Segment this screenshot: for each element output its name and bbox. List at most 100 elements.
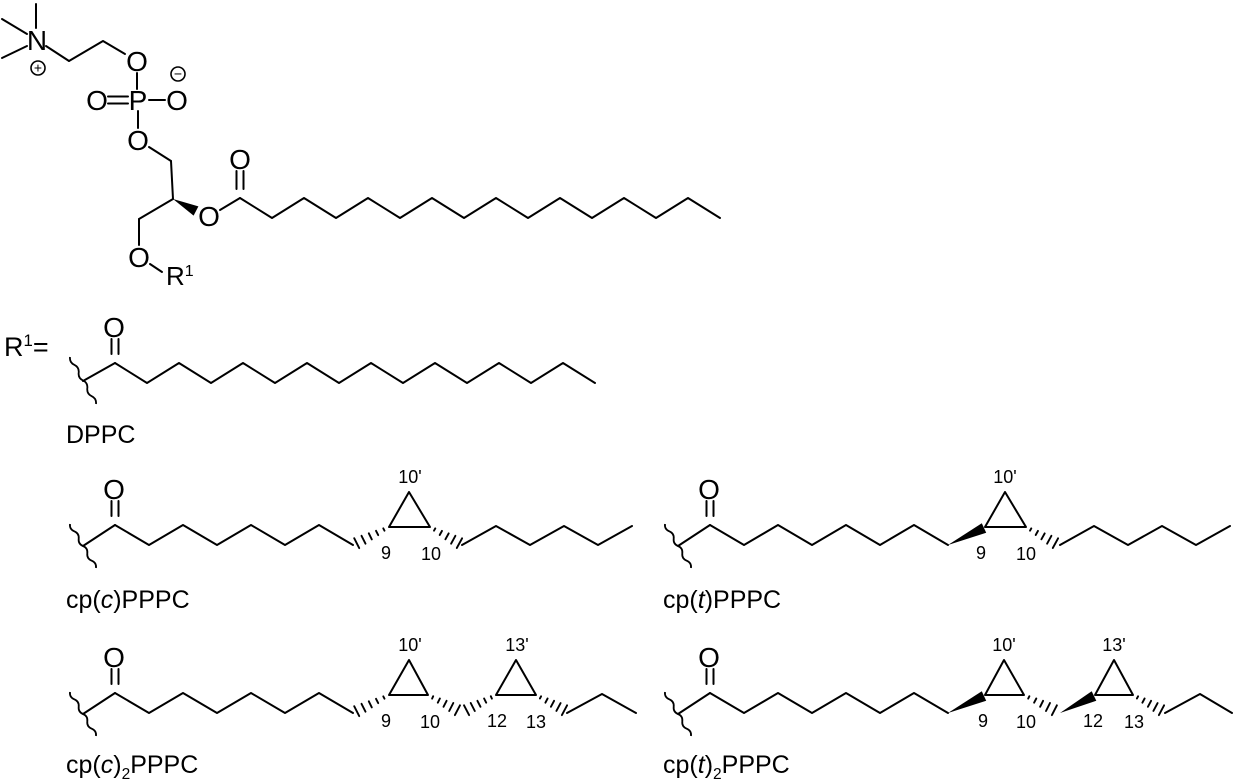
- alkyl-chain: [1164, 693, 1233, 714]
- alkyl-chain: [566, 693, 637, 714]
- hashed-wedge-bond: [463, 695, 493, 717]
- bond: [677, 692, 711, 715]
- hashed-wedge-bond: [538, 695, 569, 717]
- r-header-equals: =: [32, 332, 49, 362]
- compound-label-cpc-pppc: cp(c)PPPC: [66, 586, 190, 619]
- r-header-letter: R: [4, 332, 24, 362]
- bond: [1, 45, 28, 59]
- compound-label-cpt2-pppc: cp(t)2PPPC: [663, 751, 790, 783]
- bond: [149, 263, 163, 273]
- choline-oxygen-label: O: [126, 46, 148, 77]
- cpt-apex-10prime-label: 10': [993, 467, 1016, 487]
- minus-charge-circle: [170, 66, 186, 82]
- phosphate-group: P O O − O: [86, 66, 188, 157]
- label-part: PPPC: [130, 751, 199, 779]
- r1-substituent-label: R1: [166, 261, 194, 291]
- bond: [45, 45, 70, 62]
- hashed-wedge-bond: [1029, 527, 1060, 549]
- cpc2-apex-10prime-label: 10': [398, 635, 421, 655]
- cpc-position-9-label: 9: [381, 543, 391, 563]
- alkyl-chain: [1059, 525, 1231, 546]
- bond: [170, 160, 174, 200]
- cpc2-apex-13prime-label: 13': [505, 635, 528, 655]
- cpc2-position-9-label: 9: [381, 711, 391, 731]
- cyclopropane-ring: [388, 491, 431, 528]
- minus-charge: −: [174, 66, 182, 82]
- label-part: cp(: [663, 586, 698, 614]
- alkyl-chain: [709, 692, 949, 714]
- bond: [1, 18, 28, 35]
- bond: [82, 692, 116, 715]
- label-part: cp(: [66, 586, 101, 614]
- cpc-position-10-label: 10: [421, 544, 441, 564]
- cpc2-pppc-structure: O 9 10 10' 12 13 13': [69, 635, 637, 737]
- choline-group: + N O: [1, 3, 148, 77]
- compound-label-dppc: DPPC: [66, 421, 135, 454]
- bond: [82, 362, 116, 382]
- r-group-header: R1=: [4, 331, 49, 363]
- cpt-position-9-label: 9: [976, 543, 986, 563]
- alkyl-chain: [114, 524, 354, 546]
- phosphate-double-bond-oxygen-label: O: [86, 85, 108, 116]
- bond: [138, 198, 174, 220]
- cpt2-position-10-label: 10: [1016, 712, 1036, 732]
- cpt2-apex-13prime-label: 13': [1102, 635, 1125, 655]
- label-part: cp(: [663, 751, 698, 779]
- phosphate-anionic-oxygen-label: O: [166, 85, 188, 116]
- sn2-carbonyl-oxygen-label: O: [229, 144, 251, 175]
- bond: [219, 197, 241, 211]
- bond: [677, 524, 711, 547]
- cpt2-position-12-label: 12: [1083, 711, 1103, 731]
- cpc-apex-10prime-label: 10': [398, 467, 421, 487]
- hashed-wedge-bond: [433, 527, 464, 549]
- cpt-carbonyl-oxygen-label: O: [698, 474, 720, 505]
- dppc-structure: O: [69, 312, 596, 405]
- hashed-wedge-bond: [1027, 695, 1058, 717]
- plus-charge-circle: [30, 60, 46, 76]
- phosphate-ester-oxygen-label: O: [127, 125, 149, 156]
- cpc2-carbonyl-oxygen-label: O: [103, 642, 125, 673]
- main-structure: + N O P O O − O O O: [1, 3, 721, 291]
- label-part: cp(: [66, 751, 101, 779]
- bold-wedge-bond: [948, 523, 987, 545]
- hashed-wedge-bond: [1135, 695, 1166, 717]
- alkyl-chain: [709, 524, 949, 546]
- cpc-pppc-structure: O 9 10 10': [69, 467, 633, 569]
- cyclopropane-ring: [495, 659, 537, 696]
- cpt2-pppc-structure: O 9 10 10' 12 13 13': [664, 635, 1233, 737]
- alkyl-chain: [114, 692, 354, 714]
- nitrogen-label: N: [27, 25, 47, 56]
- hashed-wedge-bond: [431, 695, 461, 717]
- bond: [68, 40, 126, 62]
- dppc-carbonyl-oxygen-label: O: [103, 312, 125, 343]
- label-part-italic: c: [100, 586, 114, 614]
- cpt-pppc-structure: O 9 10 10': [664, 467, 1231, 569]
- label-part: )PPPC: [113, 586, 190, 614]
- r1-letter: R: [166, 261, 185, 291]
- cpc2-position-13-label: 13: [526, 712, 546, 732]
- phosphorus-label: P: [129, 85, 148, 116]
- label-part: ): [704, 751, 714, 779]
- label-part: PPPC: [721, 751, 790, 779]
- glycerol-backbone: O O R1: [128, 146, 220, 291]
- label-part-italic: t: [697, 751, 705, 779]
- cpt2-carbonyl-oxygen-label: O: [698, 642, 720, 673]
- alkyl-chain: [114, 362, 596, 384]
- r1-superscript: 1: [185, 263, 194, 280]
- label-part: ): [113, 751, 122, 779]
- bond: [82, 524, 116, 547]
- bold-wedge-bond: [173, 199, 199, 216]
- label-part-subscript: 2: [121, 766, 131, 783]
- label-part: )PPPC: [704, 586, 782, 614]
- bold-wedge-bond: [1060, 691, 1097, 713]
- cpt2-apex-10prime-label: 10': [992, 635, 1015, 655]
- hashed-wedge-bond: [353, 695, 386, 718]
- sn2-ester-oxygen-label: O: [198, 201, 220, 232]
- cyclopropane-ring: [388, 659, 429, 696]
- bold-wedge-bond: [948, 691, 987, 713]
- cyclopropane-ring: [1094, 659, 1134, 696]
- bond: [148, 146, 172, 162]
- label-part-italic: c: [100, 751, 114, 779]
- r-header-superscript: 1: [23, 331, 33, 350]
- alkyl-chain: [461, 525, 633, 546]
